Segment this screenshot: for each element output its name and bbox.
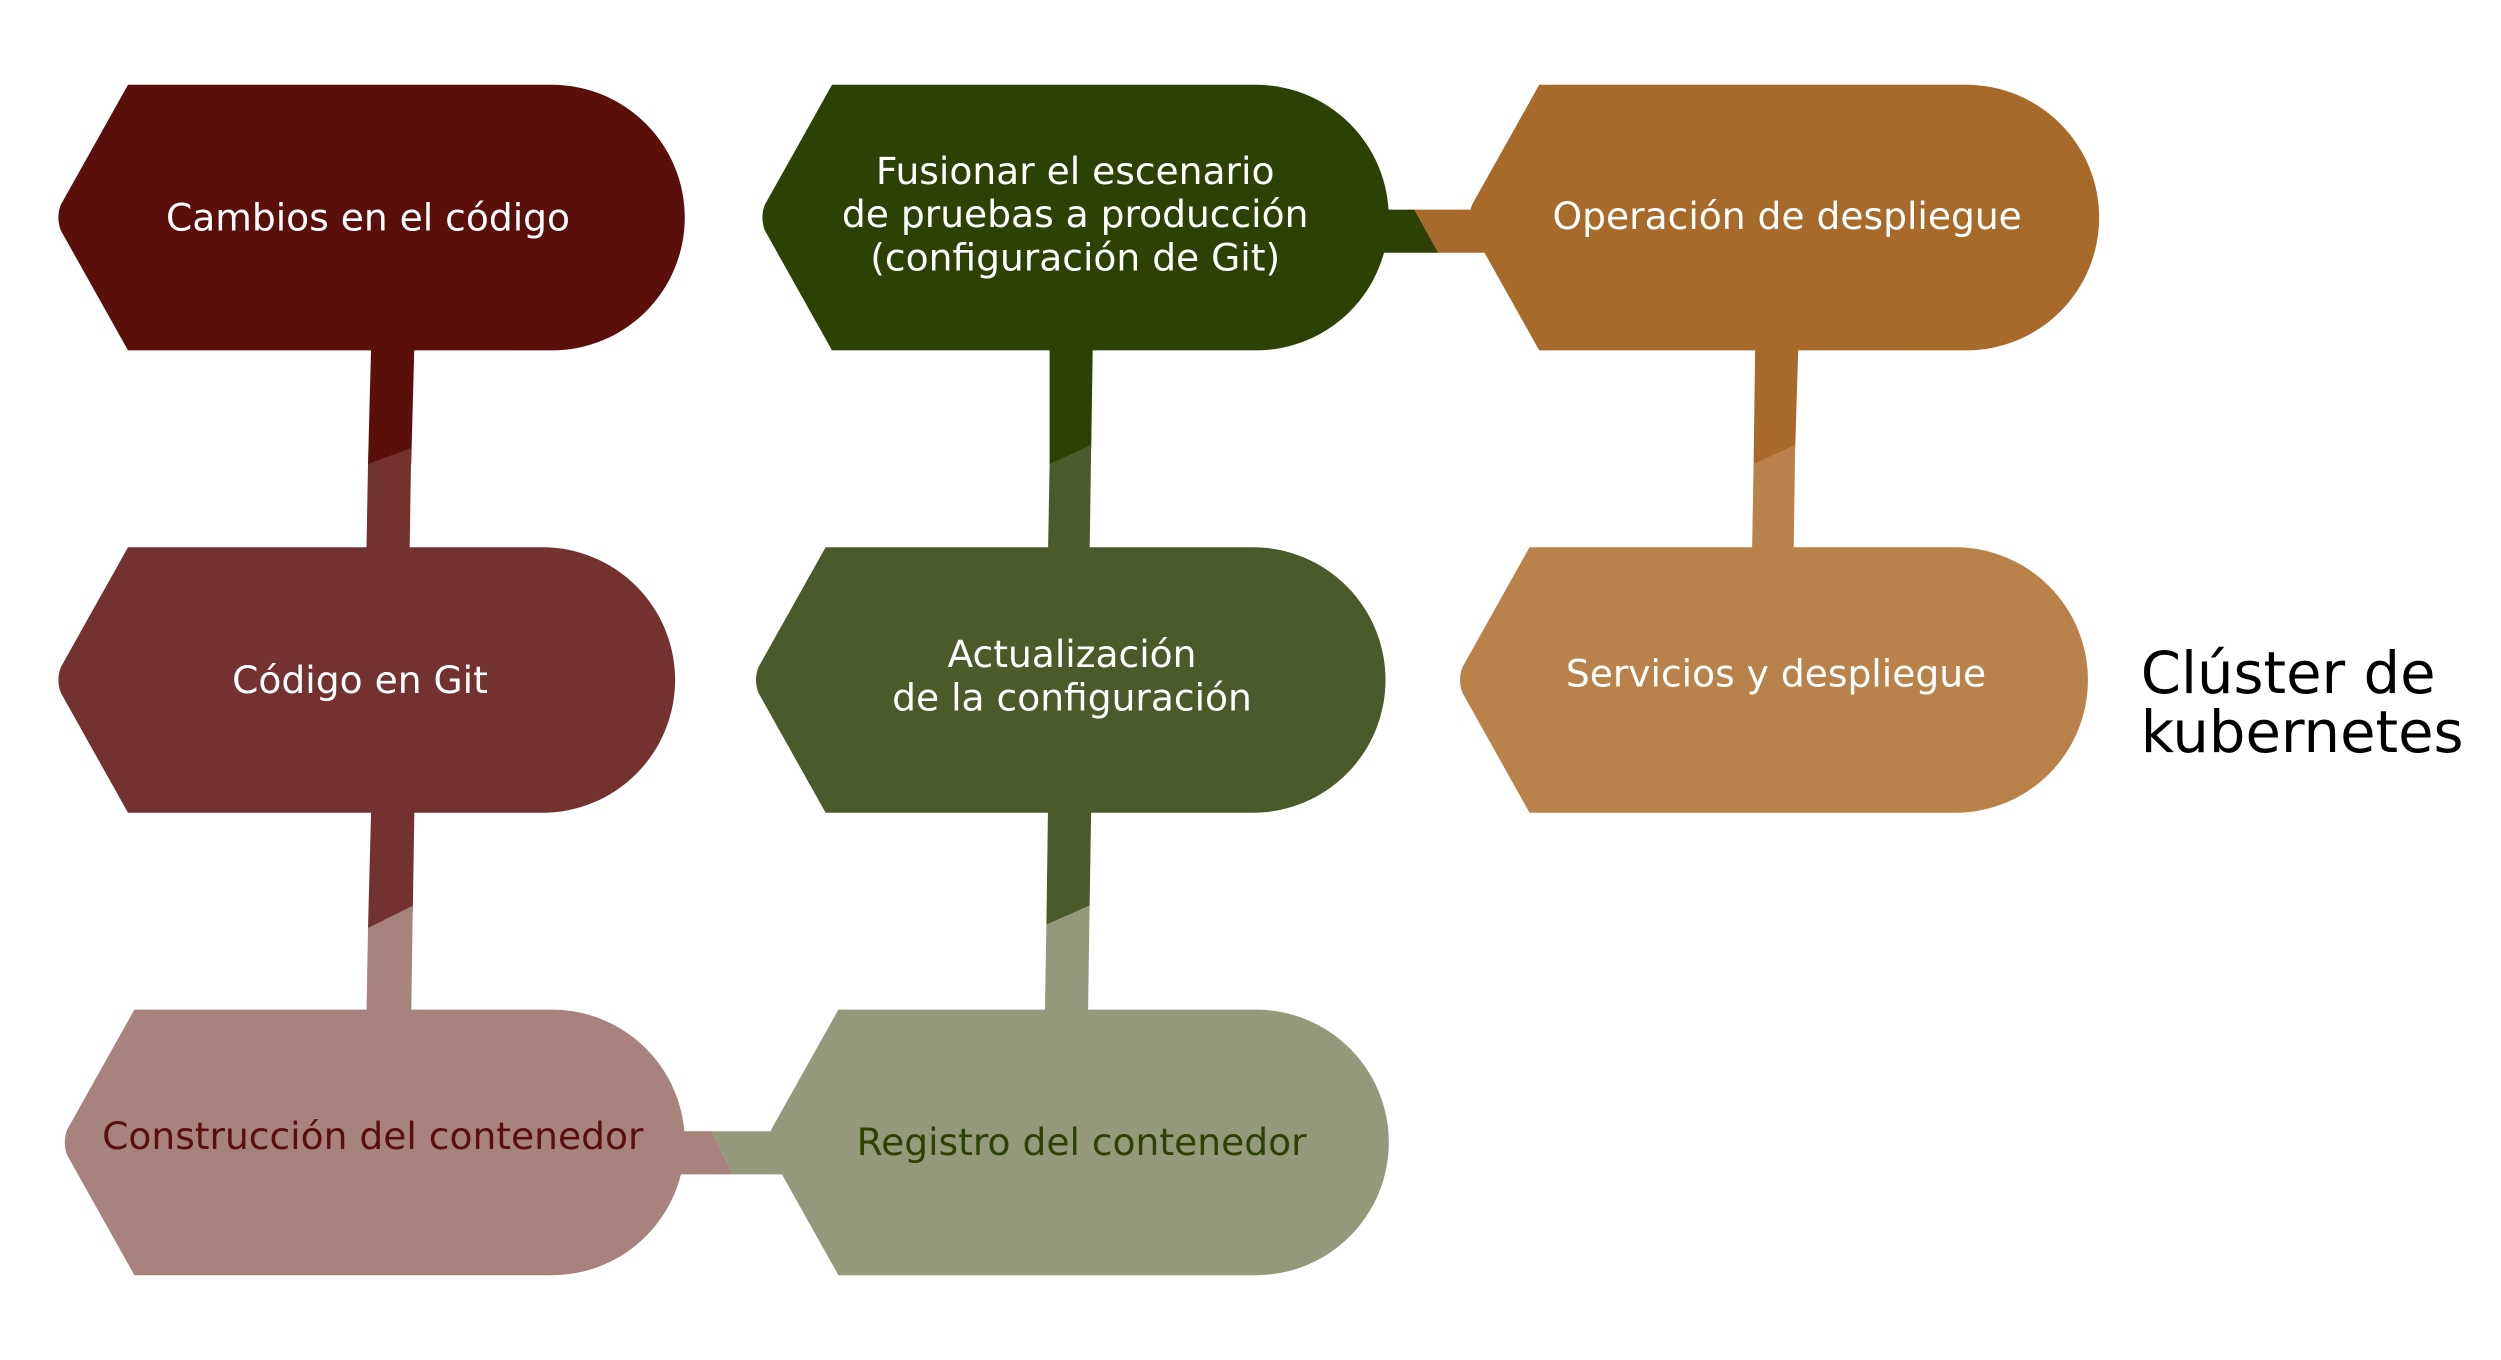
node-services-deploy-shape <box>1460 547 2088 813</box>
node-config-update-shape <box>756 547 1386 813</box>
connector-config-to-registry-lower <box>1044 905 1090 1018</box>
connector-operation-to-services-lower <box>1752 444 1796 554</box>
node-code-changes-label: Cambios en el código <box>165 194 571 240</box>
connector-code-changes-to-git <box>368 344 415 464</box>
connector-build-to-registry <box>672 1131 733 1175</box>
connector-git-to-build-lower <box>366 905 413 1018</box>
connector-merge-to-operation-right <box>1414 209 1488 253</box>
connector-operation-to-services <box>1753 344 1799 464</box>
node-container-build-shape <box>64 1009 685 1276</box>
node-code-in-git-shape <box>58 547 676 813</box>
node-code-changes-shape <box>58 84 685 351</box>
cluster-label: Clúster de kubernetes <box>2140 641 2464 767</box>
node-container-registry-shape <box>768 1009 1389 1276</box>
node-code-in-git-label: Código en Git <box>232 656 488 702</box>
node-deploy-operation-label: Operación de despliegue <box>1552 192 2022 238</box>
node-deploy-operation-shape <box>1469 84 2100 351</box>
node-merge-staging-shape <box>762 84 1389 351</box>
node-container-build-label: Construcción del contenedor <box>102 1112 644 1158</box>
node-services-deploy-label: Servicios y despliegue <box>1565 650 1987 696</box>
connector-config-to-registry <box>1046 808 1092 925</box>
node-config-update-label: Actualización de la configuración <box>892 632 1252 720</box>
connector-code-changes-to-git-lower <box>366 448 412 554</box>
connector-merge-to-config <box>1049 344 1093 464</box>
connector-merge-to-config-lower <box>1048 444 1092 554</box>
connector-git-to-build <box>368 808 415 928</box>
connector-merge-to-operation <box>1376 209 1439 253</box>
node-container-registry-label: Registro del contenedor <box>856 1119 1307 1164</box>
node-merge-staging-label: Fusionar el escenario de pruebas a produ… <box>841 148 1309 280</box>
